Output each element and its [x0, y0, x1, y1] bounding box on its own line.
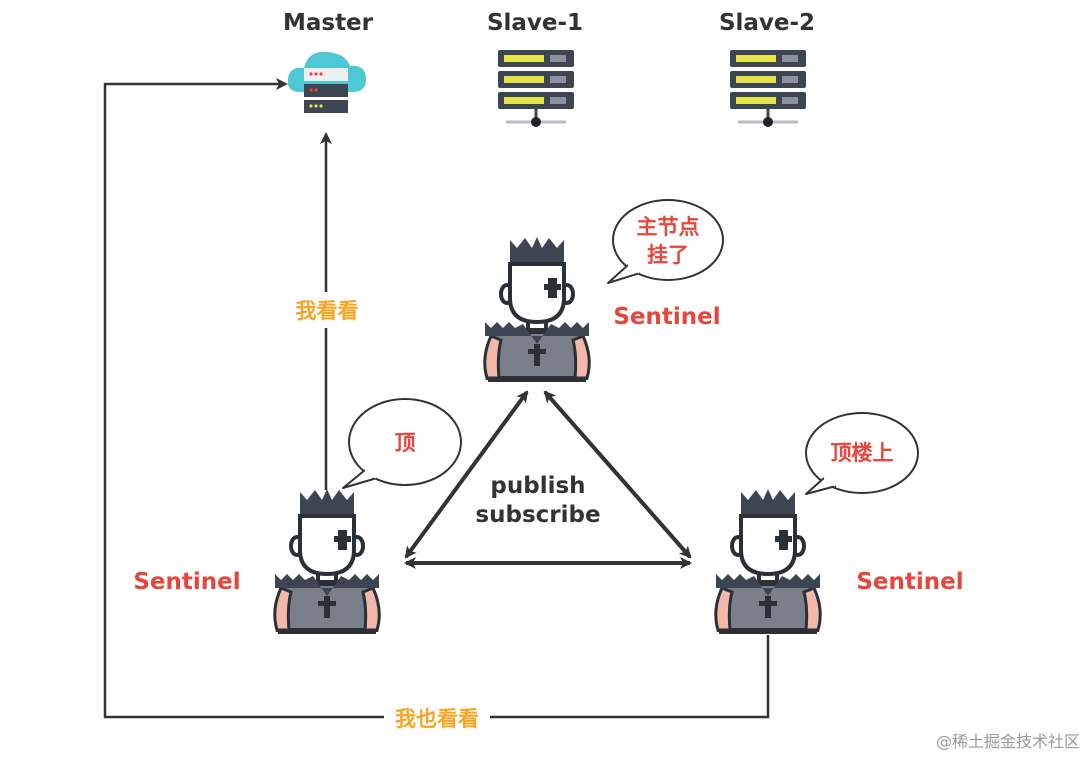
bubble-right-line1: 顶楼上	[831, 441, 894, 465]
sentinel-label-right: Sentinel	[856, 569, 963, 595]
speech-bubble-top: 主节点 挂了	[607, 199, 724, 284]
arrow-top-right-sentinel	[543, 390, 692, 559]
bubble-left-line1: 顶	[395, 431, 416, 455]
speech-bubble-right: 顶楼上	[805, 412, 919, 495]
sentinel-label-top: Sentinel	[613, 304, 720, 330]
publish-label: publish	[490, 473, 585, 499]
cloud-server-icon	[287, 51, 366, 113]
sentinel-label-left: Sentinel	[133, 569, 240, 595]
server-rack-icon	[496, 48, 576, 129]
arrow-right-sentinel-to-master	[103, 78, 770, 719]
master-title: Master	[283, 10, 374, 36]
bubble-top-line2: 挂了	[647, 243, 689, 267]
speech-bubble-left: 顶	[342, 398, 462, 489]
slave-2-title: Slave-2	[719, 10, 815, 36]
subscribe-label: subscribe	[475, 502, 600, 528]
arrow-left-top-sentinel	[404, 390, 529, 559]
server-rack-icon	[728, 48, 808, 129]
sentinel-guard-icon	[482, 235, 592, 382]
edge-label-right: 我也看看	[395, 707, 479, 731]
watermark: @稀土掘金技术社区	[936, 732, 1080, 751]
edge-label-left: 我看看	[296, 299, 359, 323]
slave-1-title: Slave-1	[487, 10, 583, 36]
sentinel-guard-icon	[713, 487, 823, 634]
bubble-top-line1: 主节点	[637, 215, 700, 239]
sentinel-guard-icon	[272, 487, 382, 634]
